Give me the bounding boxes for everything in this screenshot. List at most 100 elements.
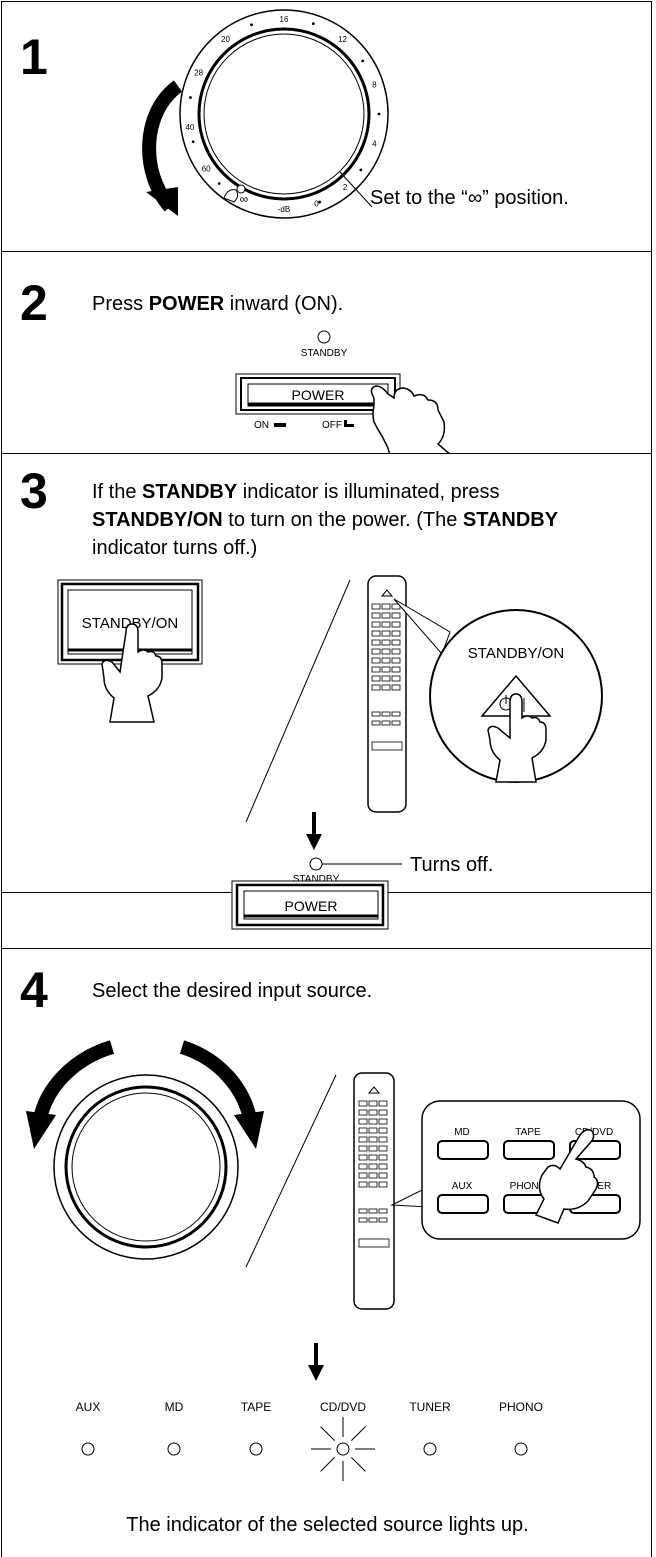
remote-button[interactable] [381, 675, 391, 682]
remote-button[interactable] [358, 1163, 368, 1170]
remote-button[interactable] [358, 1217, 368, 1223]
remote-button[interactable] [378, 1100, 388, 1107]
remote-button[interactable] [368, 1172, 378, 1179]
remote-button[interactable] [371, 666, 381, 673]
remote-button[interactable] [371, 684, 381, 691]
remote-button[interactable] [368, 1100, 378, 1107]
remote-button[interactable] [381, 666, 391, 673]
down-arrow-icon [306, 834, 322, 850]
remote-button[interactable] [368, 1154, 378, 1161]
remote-button[interactable] [358, 1154, 368, 1161]
remote-button[interactable] [371, 675, 381, 682]
remote-button[interactable] [358, 1100, 368, 1107]
remote-input-label: CD/DVD [575, 1127, 613, 1138]
remote-button[interactable] [371, 720, 381, 726]
remote-button[interactable] [358, 1208, 368, 1214]
remote-button[interactable] [378, 1217, 388, 1223]
light-ray [351, 1457, 366, 1472]
remote-button[interactable] [391, 675, 401, 682]
power-button[interactable] [243, 890, 379, 920]
input-indicator-lamp [514, 1442, 528, 1456]
remote-button[interactable] [378, 1136, 388, 1143]
remote-button[interactable] [378, 1208, 388, 1214]
remote-button[interactable] [391, 657, 401, 664]
remote-button[interactable] [391, 684, 401, 691]
remote-button[interactable] [381, 720, 391, 726]
remote-button[interactable] [371, 603, 381, 610]
remote-button[interactable] [381, 630, 391, 637]
remote-button[interactable] [368, 1127, 378, 1134]
remote-button[interactable] [371, 711, 381, 717]
remote-button[interactable] [358, 1181, 368, 1188]
input-indicator-lamp [336, 1442, 350, 1456]
remote-button[interactable] [381, 639, 391, 646]
remote-button[interactable] [368, 1118, 378, 1125]
remote-button[interactable] [381, 612, 391, 619]
remote-button[interactable] [368, 1181, 378, 1188]
dial-pointer [236, 184, 246, 194]
dial-tick [377, 112, 381, 116]
remote-input-button[interactable] [503, 1140, 555, 1160]
dial-pointer-tab [223, 189, 239, 203]
remote-button[interactable] [358, 1109, 368, 1116]
remote-control [367, 575, 407, 813]
remote-button[interactable] [381, 711, 391, 717]
dial-tick [359, 168, 363, 172]
remote-button[interactable] [378, 1118, 388, 1125]
input-indicator-label: TAPE [241, 1400, 271, 1414]
remote-button[interactable] [371, 612, 381, 619]
remote-button[interactable] [391, 639, 401, 646]
remote-button[interactable] [358, 1172, 368, 1179]
remote-button[interactable] [371, 639, 381, 646]
remote-button[interactable] [378, 1154, 388, 1161]
remote-button[interactable] [381, 603, 391, 610]
input-indicator-label: PHONO [499, 1400, 543, 1414]
remote-button[interactable] [381, 657, 391, 664]
remote-input-callout [421, 1100, 641, 1240]
remote-button[interactable] [381, 621, 391, 628]
remote-button[interactable] [378, 1172, 388, 1179]
remote-button[interactable] [368, 1109, 378, 1116]
remote-button[interactable] [371, 657, 381, 664]
input-indicator-label: AUX [76, 1400, 101, 1414]
dial-tick [250, 23, 253, 27]
remote-button[interactable] [368, 1208, 378, 1214]
remote-button[interactable] [371, 621, 381, 628]
remote-button[interactable] [368, 1163, 378, 1170]
power-label: POWER [292, 387, 345, 403]
remote-button[interactable] [371, 741, 403, 751]
remote-button[interactable] [381, 648, 391, 655]
remote-button[interactable] [378, 1163, 388, 1170]
remote-button[interactable] [391, 666, 401, 673]
remote-button[interactable] [391, 612, 401, 619]
remote-button[interactable] [371, 648, 381, 655]
input-indicator-label: CD/DVD [320, 1400, 366, 1414]
remote-button[interactable] [368, 1217, 378, 1223]
remote-button[interactable] [378, 1127, 388, 1134]
remote-button[interactable] [358, 1118, 368, 1125]
dial-tick [189, 96, 192, 99]
remote-button[interactable] [358, 1127, 368, 1134]
remote-button[interactable] [391, 711, 401, 717]
remote-input-button[interactable] [437, 1140, 489, 1160]
remote-button[interactable] [371, 630, 381, 637]
remote-button[interactable] [368, 1145, 378, 1152]
remote-button[interactable] [381, 684, 391, 691]
remote-button[interactable] [378, 1181, 388, 1188]
remote-button[interactable] [378, 1109, 388, 1116]
remote-button[interactable] [358, 1136, 368, 1143]
remote-button[interactable] [391, 621, 401, 628]
step-3-panel: 3 If the STANDBY indicator is illuminate… [1, 453, 652, 893]
dial-scale-label: 8 [372, 81, 377, 90]
remote-button[interactable] [391, 630, 401, 637]
dial-scale-label: 28 [194, 68, 203, 77]
remote-button[interactable] [358, 1238, 390, 1248]
remote-input-button[interactable] [437, 1194, 489, 1214]
remote-button[interactable] [368, 1136, 378, 1143]
remote-button[interactable] [391, 648, 401, 655]
remote-button[interactable] [358, 1145, 368, 1152]
step4-instruction: Select the desired input source. [92, 980, 373, 1002]
remote-button[interactable] [378, 1145, 388, 1152]
remote-button[interactable] [391, 720, 401, 726]
